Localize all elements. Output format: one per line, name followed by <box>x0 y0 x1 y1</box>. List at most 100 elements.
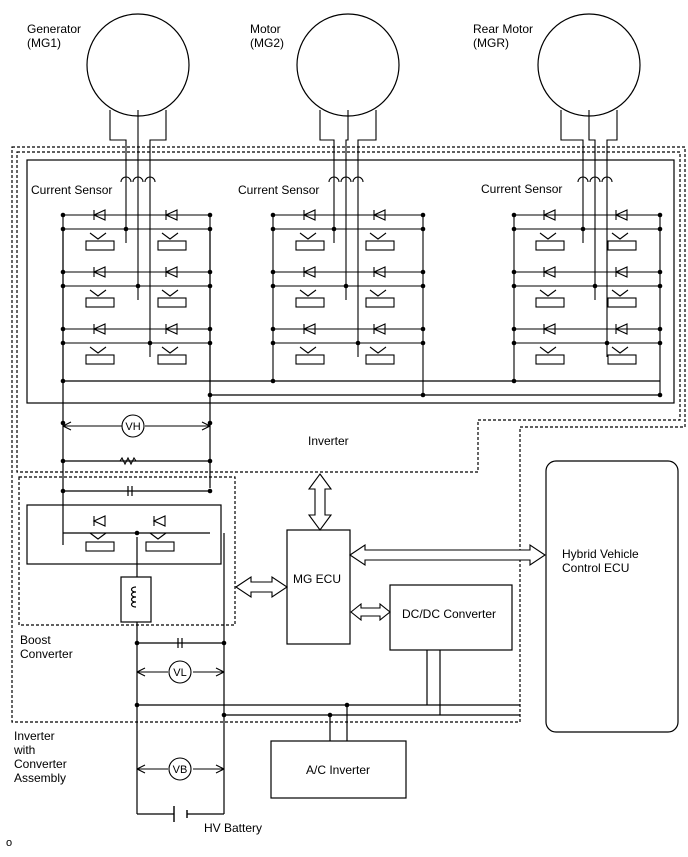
igbt-gate-box <box>295 354 325 365</box>
igbt-icon <box>161 346 179 354</box>
igbt-gate-box <box>365 297 395 308</box>
igbt-gate-box <box>85 240 115 251</box>
current-sensor-icon <box>144 176 156 183</box>
generator-label: Generator(MG1) <box>27 22 81 50</box>
junction-dot <box>327 712 333 718</box>
igbt-icon <box>89 532 107 540</box>
mg-ecu-dcdc-arrow <box>350 602 391 622</box>
rear-motor-label: Rear Motor(MGR) <box>473 22 533 50</box>
reactor-coil-icon <box>130 586 137 608</box>
diode-icon <box>302 209 316 221</box>
junction-dot <box>270 378 276 384</box>
junction-dot <box>355 340 361 346</box>
battery-lines <box>136 533 520 815</box>
junction-dot <box>657 212 663 218</box>
resistor-icon <box>119 456 137 466</box>
diode-icon <box>614 323 628 335</box>
inverter-dashed-boundary <box>16 151 681 473</box>
junction-dot <box>60 226 66 232</box>
junction-dot <box>207 226 213 232</box>
boost-line1: Boost <box>20 633 51 647</box>
dcdc-converter-label: DC/DC Converter <box>402 607 497 621</box>
junction-dot <box>511 378 517 384</box>
junction-dot <box>270 326 276 332</box>
junction-dot <box>123 226 129 232</box>
phase-wire <box>149 110 167 357</box>
rear-motor-line1: Rear Motor <box>473 22 534 36</box>
current-sensor-icon <box>577 176 589 183</box>
hv-ecu-line2: Control ECU <box>562 561 630 575</box>
junction-dot <box>580 226 586 232</box>
junction-dot <box>511 326 517 332</box>
phase-wire <box>345 110 349 300</box>
ac-inverter-box <box>270 740 407 799</box>
current-sensor-label-1: Current Sensor <box>31 183 113 197</box>
current-sensor-icon <box>589 176 601 183</box>
igbt-gate-box <box>157 354 187 365</box>
junction-dot <box>657 392 663 398</box>
assembly-line4: Assembly <box>14 771 67 785</box>
junction-dot <box>207 269 213 275</box>
igbt-gate-box <box>85 354 115 365</box>
junction-dot <box>134 640 140 646</box>
mg-ecu-box <box>286 529 351 645</box>
igbt-icon <box>369 346 387 354</box>
junction-dot <box>420 269 426 275</box>
diode-icon <box>614 209 628 221</box>
generator-line1: Generator <box>27 22 82 36</box>
junction-dot <box>135 283 141 289</box>
junction-dot <box>604 340 610 346</box>
diode-icon <box>164 209 178 221</box>
diode-icon <box>164 266 178 278</box>
junction-dot <box>344 702 350 708</box>
igbt-gate-box <box>85 297 115 308</box>
igbt-icon <box>369 232 387 240</box>
current-sensor-icon <box>120 176 132 183</box>
vl-meter-icon <box>168 660 192 684</box>
junction-dot <box>207 340 213 346</box>
hv-ecu-line1: Hybrid Vehicle <box>562 547 639 561</box>
phase-wire <box>560 110 584 243</box>
igbt-gate-box <box>157 297 187 308</box>
rear-motor-line2: (MGR) <box>473 36 509 50</box>
motor-mg2-circle <box>296 13 400 117</box>
mg-ecu-inverter-arrow <box>307 473 333 531</box>
boost-converter-dashed-boundary <box>18 476 236 626</box>
igbt-icon <box>299 346 317 354</box>
junction-dot <box>207 420 213 426</box>
igbt-gate-box <box>535 354 565 365</box>
junction-dot <box>657 283 663 289</box>
junction-dot <box>270 212 276 218</box>
junction-dot <box>657 226 663 232</box>
ac-inverter-label: A/C Inverter <box>306 763 371 777</box>
current-sensor-icon <box>340 176 352 183</box>
vb-meter-icon <box>168 757 192 781</box>
diode-icon <box>542 209 556 221</box>
igbt-icon <box>611 346 629 354</box>
junction-dot <box>592 283 598 289</box>
igbt-icon <box>611 289 629 297</box>
junction-dot <box>511 212 517 218</box>
diode-icon <box>92 266 106 278</box>
igbt-icon <box>89 289 107 297</box>
assembly-dashed-boundary <box>11 146 686 723</box>
diode-icon <box>372 323 386 335</box>
igbt-icon <box>539 232 557 240</box>
boost-igbt-box <box>26 504 222 565</box>
junction-dot <box>657 269 663 275</box>
igbt-icon <box>89 346 107 354</box>
igbt-icon <box>369 289 387 297</box>
junction-dot <box>207 392 213 398</box>
igbt-icon <box>299 289 317 297</box>
junction-dot <box>60 488 66 494</box>
igbt-gate-box <box>607 297 637 308</box>
mg-ecu-boost-arrow <box>235 575 288 599</box>
junction-dot <box>657 340 663 346</box>
junction-dot <box>207 283 213 289</box>
igbt-gate-box <box>85 541 115 552</box>
junction-dot <box>207 488 213 494</box>
junction-dot <box>60 212 66 218</box>
vb-meter-line <box>136 764 225 774</box>
